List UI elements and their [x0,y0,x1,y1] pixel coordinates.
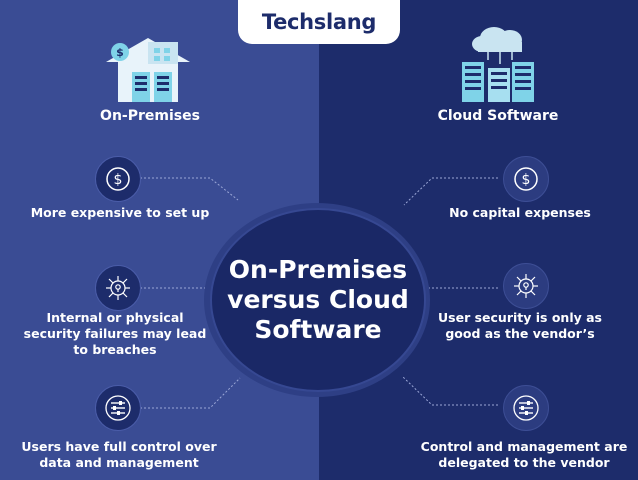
left-item-1-label: More expensive to set up [30,205,210,220]
dollar-icon: $ [106,167,130,191]
left-item-1-icon-circle: $ [95,156,141,202]
right-item-2-icon-circle [503,263,549,309]
left-item-3-label: Users have full control over data and ma… [21,439,217,470]
brand-logo-text: Techslang [261,10,377,34]
svg-text:$: $ [116,46,124,59]
security-chip-icon [106,276,130,300]
right-item-1-label: No capital expenses [449,205,591,220]
svg-text:$: $ [114,172,123,188]
on-premises-illustration-icon: $ [106,38,190,102]
dollar-icon: $ [514,167,538,191]
right-item-2-label: User security is only as good as the ven… [438,310,602,341]
security-chip-icon [514,274,538,298]
right-item-3-label: Control and management are delegated to … [420,439,628,470]
cloud-servers-illustration-icon [462,27,534,102]
center-circle: On-Premises versus Cloud Software [212,210,424,390]
cloud-software-title: Cloud Software [437,108,559,124]
sliders-icon [513,395,539,421]
right-item-3-icon-circle [503,385,549,431]
right-item-1-icon-circle: $ [503,156,549,202]
left-item-3-icon-circle [95,385,141,431]
on-premises-title: On-Premises [100,108,200,124]
center-title: On-Premises versus Cloud Software [227,255,409,344]
left-item-2-icon-circle [95,265,141,311]
svg-text:$: $ [522,172,531,188]
sliders-icon [105,395,131,421]
brand-logo: Techslang [238,0,400,44]
left-item-2-label: Internal or physical security failures m… [23,310,207,357]
